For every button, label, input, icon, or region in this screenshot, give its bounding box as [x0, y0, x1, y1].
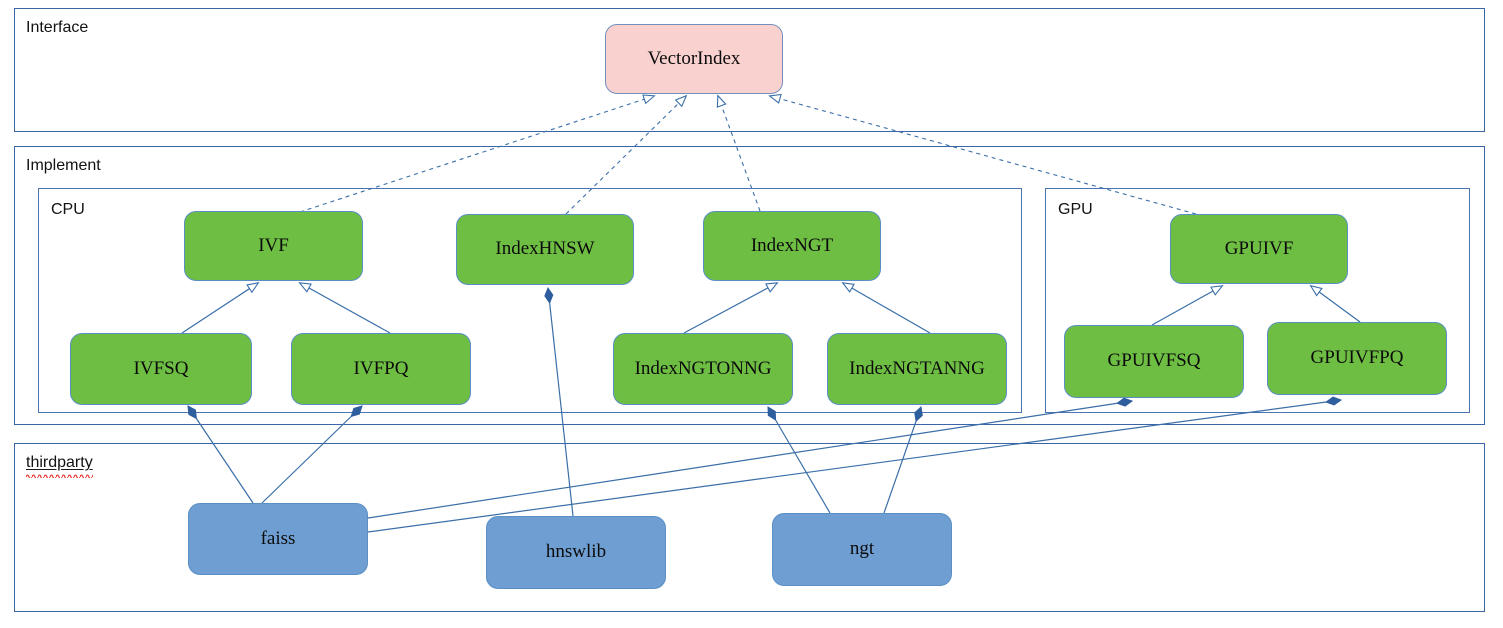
group-label-cpu: CPU	[51, 201, 85, 218]
node-faiss[interactable]: faiss	[188, 503, 368, 575]
spellcheck-underline	[26, 473, 93, 478]
group-label-interface: Interface	[26, 19, 89, 36]
group-label-implement: Implement	[26, 157, 101, 174]
node-ivf[interactable]: IVF	[184, 211, 363, 281]
node-ngt[interactable]: ngt	[772, 513, 952, 586]
node-indexngtanng[interactable]: IndexNGTANNG	[827, 333, 1007, 405]
node-gpuivfsq[interactable]: GPUIVFSQ	[1064, 325, 1244, 398]
node-gpuivf[interactable]: GPUIVF	[1170, 214, 1348, 284]
node-ivfsq[interactable]: IVFSQ	[70, 333, 252, 405]
node-indexhnsw[interactable]: IndexHNSW	[456, 214, 634, 285]
node-indexngt[interactable]: IndexNGT	[703, 211, 881, 281]
group-label-gpu: GPU	[1058, 201, 1093, 218]
node-hnswlib[interactable]: hnswlib	[486, 516, 666, 589]
node-gpuivfpq[interactable]: GPUIVFPQ	[1267, 322, 1447, 395]
node-ivfpq[interactable]: IVFPQ	[291, 333, 471, 405]
group-label-thirdparty: thirdparty	[26, 454, 93, 478]
node-vectorindex[interactable]: VectorIndex	[605, 24, 783, 94]
node-indexngtonng[interactable]: IndexNGTONNG	[613, 333, 793, 405]
